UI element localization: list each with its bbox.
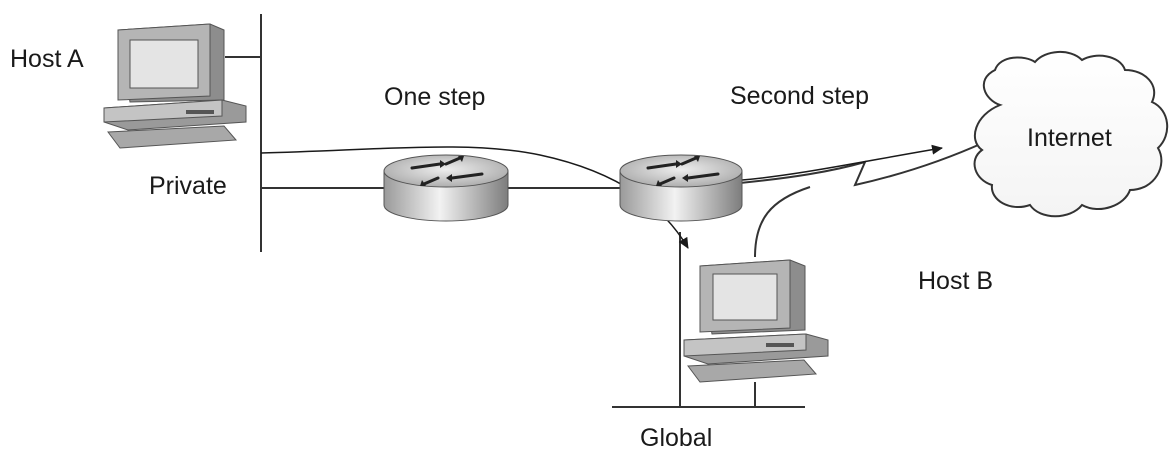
host-b-uplink — [754, 186, 811, 258]
cloud-icon — [973, 51, 1168, 218]
internet-label: Internet — [1027, 124, 1112, 152]
global-label: Global — [640, 424, 713, 452]
private-label: Private — [149, 172, 227, 200]
router-icon — [619, 154, 743, 222]
second-step-label: Second step — [730, 82, 869, 110]
one-step-label: One step — [384, 83, 486, 111]
second-step-arrow — [741, 144, 943, 181]
host-b-label: Host B — [918, 267, 994, 295]
computer-icon — [103, 23, 247, 149]
router-icon — [383, 154, 509, 222]
wan-link — [739, 141, 986, 187]
computer-icon — [683, 259, 829, 383]
host-a-label: Host A — [10, 45, 84, 73]
